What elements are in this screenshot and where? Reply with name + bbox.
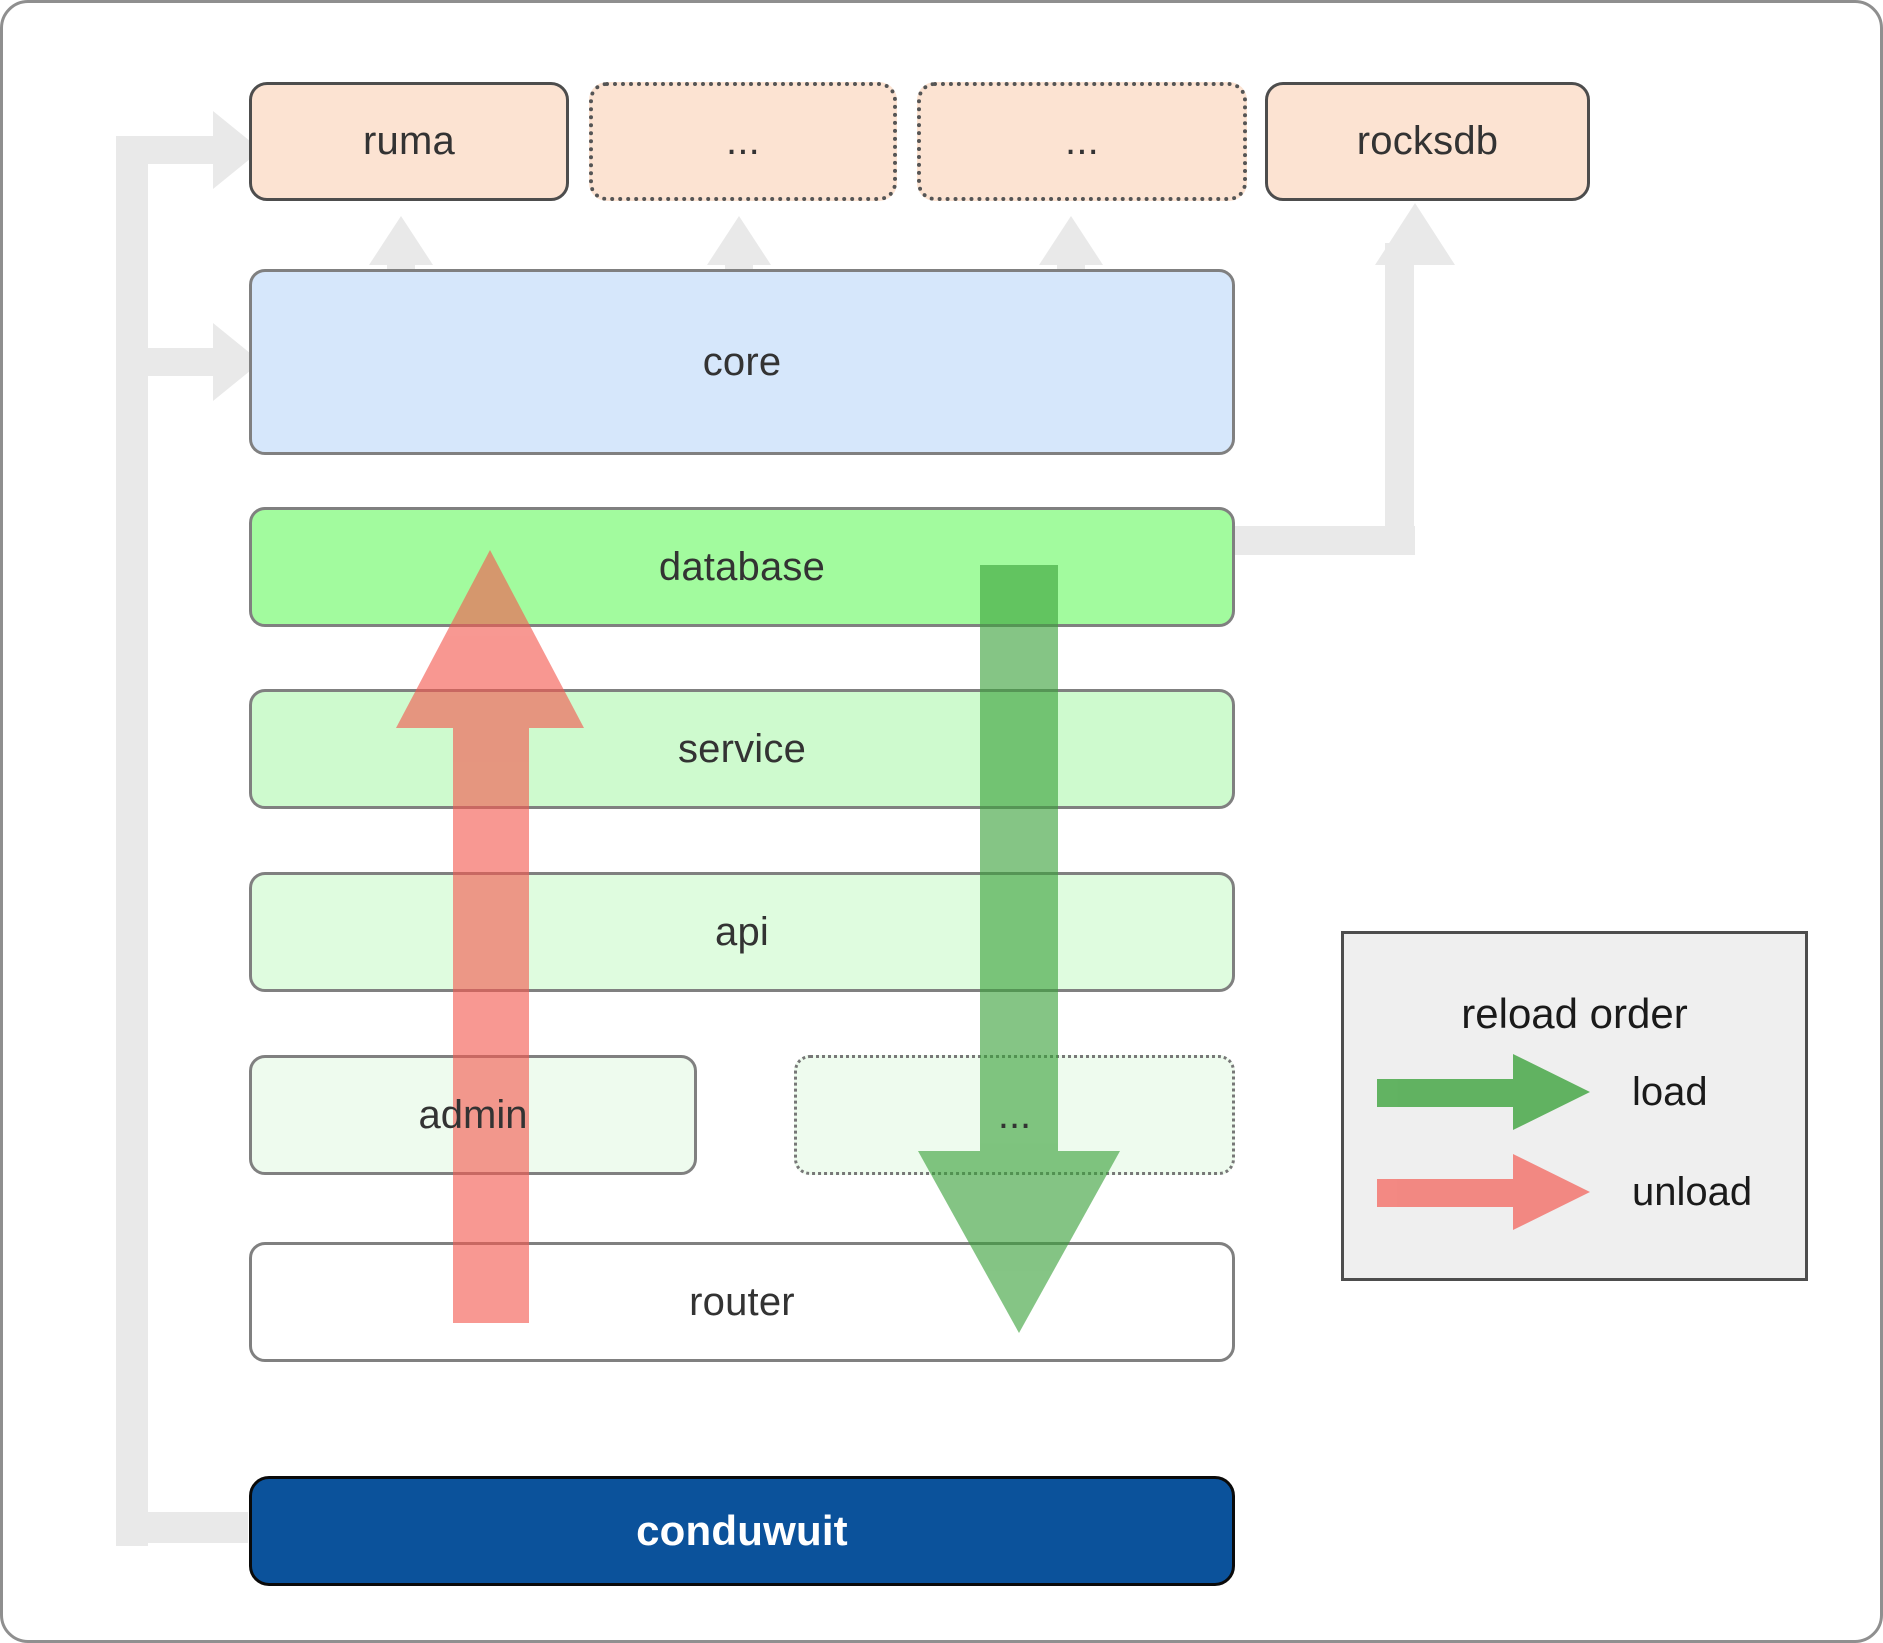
node-database-label: database — [658, 544, 826, 589]
legend-arrow-icons — [1377, 1054, 1590, 1230]
connector-layer — [116, 111, 1455, 1546]
node-rocksdb-label: rocksdb — [1356, 119, 1499, 163]
arrowhead-core-to-ruma — [369, 216, 433, 265]
node-rocksdb[interactable]: rocksdb — [1265, 82, 1590, 201]
node-dep-ellipsis-1-label: ... — [726, 119, 760, 163]
node-api[interactable]: api — [249, 872, 1235, 992]
arrowhead-to-rocksdb — [1375, 203, 1455, 265]
conduwuit-left-stem — [116, 1512, 248, 1543]
unload-arrow-icon — [1377, 1154, 1590, 1230]
rocksdb-riser — [1385, 243, 1414, 555]
node-service[interactable]: service — [249, 689, 1235, 809]
branch-to-core-stem — [147, 348, 213, 376]
node-database[interactable]: database — [249, 507, 1235, 627]
node-conduwuit-label: conduwuit — [636, 1507, 848, 1554]
node-api-label: api — [715, 909, 769, 954]
node-ruma[interactable]: ruma — [249, 82, 569, 201]
node-admin[interactable] — [249, 1055, 697, 1175]
node-router[interactable]: router — [249, 1242, 1235, 1362]
node-core[interactable]: core — [249, 269, 1235, 455]
legend-label-load: load — [1632, 1070, 1708, 1114]
left-trunk-path — [116, 151, 248, 1543]
arrowhead-core-to-dep1 — [707, 216, 771, 265]
load-arrow-icon — [1377, 1054, 1590, 1130]
node-layer-ellipsis[interactable] — [794, 1055, 1235, 1175]
legend-panel: reload order load unload — [1341, 931, 1808, 1281]
node-service-label: service — [677, 726, 807, 771]
database-right-stem — [1235, 526, 1415, 555]
node-ruma-label: ruma — [363, 119, 455, 163]
node-conduwuit[interactable]: conduwuit — [249, 1476, 1235, 1586]
reload-arrow-layer — [396, 550, 1120, 1333]
database-to-rocksdb-path — [1235, 243, 1414, 555]
branch-to-ruma-stem — [147, 136, 213, 164]
node-dep-ellipsis-2-label: ... — [1065, 119, 1099, 163]
node-dep-ellipsis-1[interactable]: ... — [589, 82, 897, 201]
left-trunk-riser — [116, 136, 148, 1546]
arrowhead-core-to-dep2 — [1039, 216, 1103, 265]
node-router-label: router — [689, 1279, 795, 1324]
node-dep-ellipsis-2[interactable]: ... — [917, 82, 1247, 201]
node-core-label: core — [702, 339, 782, 384]
legend-title: reload order — [1461, 990, 1688, 1037]
legend-label-unload: unload — [1632, 1170, 1753, 1214]
